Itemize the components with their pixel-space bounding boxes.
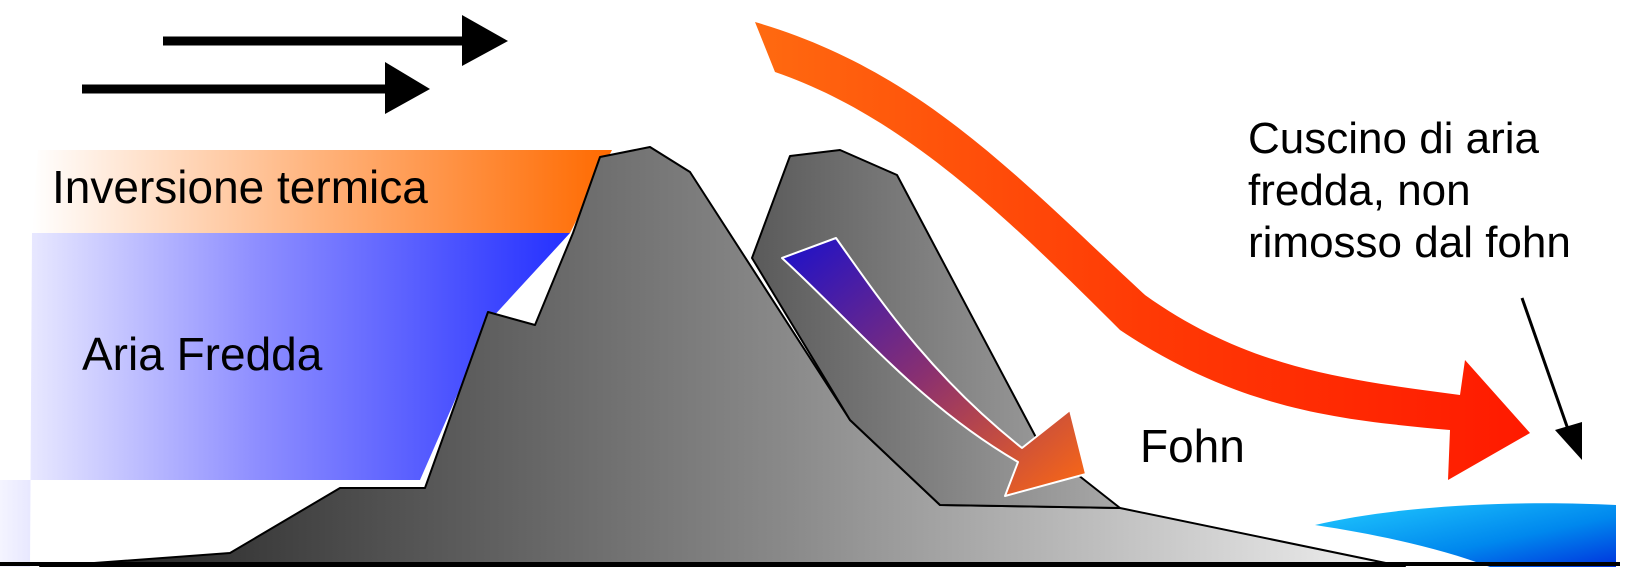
warm-airflow-arrow-icon bbox=[755, 22, 1530, 480]
fohn-label: Fohn bbox=[1140, 420, 1245, 472]
inversion-label: Inversione termica bbox=[52, 161, 428, 213]
inversion-layer bbox=[32, 150, 612, 233]
cushion-label-line3: rimosso dal fohn bbox=[1248, 218, 1571, 267]
pointer-arrow-icon bbox=[1520, 297, 1582, 460]
cold-air-mass bbox=[0, 233, 570, 567]
cold-air-label: Aria Fredda bbox=[82, 328, 323, 380]
fohn-arrow-icon bbox=[781, 237, 1087, 497]
cold-air-cushion bbox=[1315, 503, 1616, 567]
cushion-label-line2: fredda, non bbox=[1248, 166, 1471, 215]
cushion-label-line1: Cuscino di aria bbox=[1248, 114, 1540, 163]
wind-arrow-icon bbox=[82, 62, 430, 114]
wind-arrow-icon bbox=[163, 15, 508, 66]
